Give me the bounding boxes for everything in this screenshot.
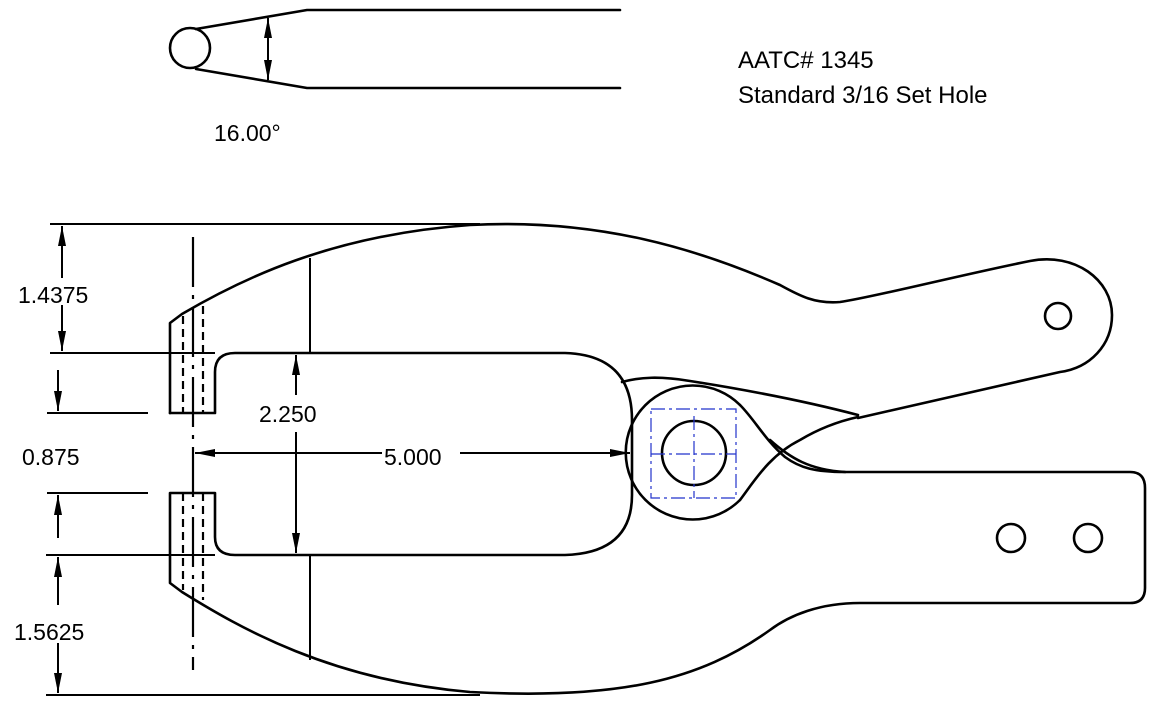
- angle-dimension-label: 16.00°: [214, 120, 281, 146]
- tip-lower-edge: [194, 67, 622, 90]
- crossing-arc-upper: [738, 403, 847, 474]
- lower-handle-hole-1: [995, 522, 1027, 554]
- tip-upper-edge: [194, 8, 622, 31]
- pivot-boss: [624, 384, 742, 521]
- tip-detail-view: [168, 8, 622, 90]
- upper-jaw-height-label: 1.4375: [18, 282, 88, 308]
- dimension-lines: [46, 223, 630, 696]
- gap-label: 0.875: [22, 444, 80, 470]
- opening-length-label: 5.000: [384, 444, 442, 470]
- part-description: Standard 3/16 Set Hole: [738, 82, 988, 109]
- lower-jaw-height-label: 1.5625: [14, 619, 84, 645]
- upper-handle-inner-edge: [620, 376, 860, 417]
- upper-jaw-outline: [168, 222, 1114, 420]
- lower-jaw-outline: [168, 351, 1147, 695]
- upper-handle-hole: [1043, 301, 1073, 331]
- plier-outline: [168, 222, 1147, 695]
- tip-circle: [168, 26, 212, 70]
- crossing-arc-lower: [738, 415, 860, 502]
- opening-height-label: 2.250: [259, 401, 317, 427]
- part-number: AATC# 1345: [738, 47, 874, 74]
- lower-handle-hole-2: [1072, 522, 1104, 554]
